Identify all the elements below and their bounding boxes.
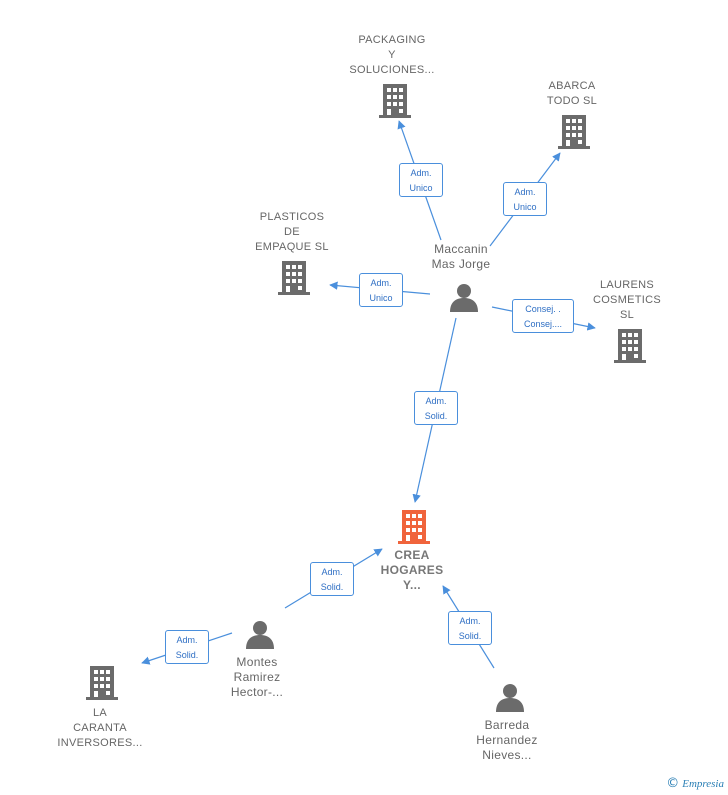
copyright-icon: © [666, 776, 680, 791]
person-icon[interactable] [496, 684, 524, 712]
edge-label-line: Adm. [370, 278, 392, 288]
node-label-line: CREA [394, 548, 430, 562]
edge-label-packaging: Adm. Unico [399, 163, 443, 197]
node-label-line: Y... [403, 578, 421, 592]
node-label-plasticos[interactable]: PLASTICOS DE EMPAQUE SL [232, 210, 352, 255]
edge-label-line: Unico [513, 202, 537, 212]
node-label-line: Y [388, 49, 396, 61]
node-label-line: Montes [236, 655, 278, 669]
node-label-montes[interactable]: Montes Ramirez Hector-... [207, 655, 307, 700]
node-label-line: Mas Jorge [431, 257, 491, 271]
node-label-abarca[interactable]: ABARCA TODO SL [522, 79, 622, 109]
edge-label-line: Adm. [514, 187, 536, 197]
building-icon[interactable] [614, 329, 646, 363]
node-label-line: CARANTA [73, 722, 127, 734]
edge-label-line: Adm. [321, 567, 343, 577]
edge-label-line: Solid. [458, 631, 482, 641]
node-label-barreda[interactable]: Barreda Hernandez Nieves... [457, 718, 557, 763]
node-label-line: INVERSORES... [57, 737, 143, 749]
node-label-line: LA [92, 707, 108, 719]
node-label-line: TODO SL [546, 95, 598, 107]
node-label-line: Barreda [484, 718, 530, 732]
node-label-lacaranta[interactable]: LA CARANTA INVERSORES... [40, 706, 160, 751]
node-label-line: Hernandez [476, 733, 538, 747]
edge-label-line: Adm. [425, 396, 447, 406]
edge-label-line: Adm. [459, 616, 481, 626]
edge-label-line: Consej.... [523, 319, 563, 329]
edge-label-plasticos: Adm. Unico [359, 273, 403, 307]
edge-label-line: Unico [409, 183, 433, 193]
edge-label-line: Adm. [176, 635, 198, 645]
brand-name: Empresia [682, 778, 724, 790]
edge-label-line: Solid. [320, 582, 344, 592]
building-icon[interactable] [558, 115, 590, 149]
edge-label-line: Consej. . [525, 304, 561, 314]
node-label-line: Hector-... [230, 685, 284, 699]
node-label-line: DE [284, 226, 300, 238]
node-label-laurens[interactable]: LAURENS COSMETICS SL [577, 278, 677, 323]
node-label-line: COSMETICS [592, 294, 662, 306]
edge-label-line: Solid. [424, 411, 448, 421]
edge-label-line: Solid. [175, 650, 199, 660]
footer-brand[interactable]: ©Empresia [666, 776, 724, 791]
edge-label-crea-montes: Adm. Solid. [310, 562, 354, 596]
building-icon[interactable] [278, 261, 310, 295]
node-label-packaging[interactable]: PACKAGING Y SOLUCIONES... [332, 33, 452, 78]
node-label-line: PACKAGING [358, 34, 426, 46]
edge-label-laurens: Consej. . Consej.... [512, 299, 574, 333]
building-icon[interactable] [86, 666, 118, 700]
building-icon[interactable] [379, 84, 411, 118]
node-label-line: HOGARES [380, 563, 444, 577]
edge-label-crea-barreda: Adm. Solid. [448, 611, 492, 645]
person-icon[interactable] [246, 621, 274, 649]
edge-label-line: Adm. [410, 168, 432, 178]
edge-label-lacaranta: Adm. Solid. [165, 630, 209, 664]
node-label-line: SL [619, 309, 635, 321]
person-icon[interactable] [450, 284, 478, 312]
node-label-line: PLASTICOS [259, 211, 325, 223]
node-label-line: SOLUCIONES... [349, 64, 435, 76]
building-icon[interactable] [398, 510, 430, 544]
edge-label-abarca: Adm. Unico [503, 182, 547, 216]
edge-label-crea-maccanin: Adm. Solid. [414, 391, 458, 425]
edge-label-line: Unico [369, 293, 393, 303]
node-label-line: Maccanin [434, 242, 488, 256]
node-label-line: EMPAQUE SL [255, 241, 329, 253]
node-label-maccanin[interactable]: Maccanin Mas Jorge [411, 242, 511, 272]
node-label-line: LAURENS [599, 279, 655, 291]
node-label-line: Ramirez [233, 670, 281, 684]
node-label-line: ABARCA [548, 80, 596, 92]
node-label-line: Nieves... [482, 748, 532, 762]
node-label-crea[interactable]: CREA HOGARES Y... [362, 548, 462, 593]
